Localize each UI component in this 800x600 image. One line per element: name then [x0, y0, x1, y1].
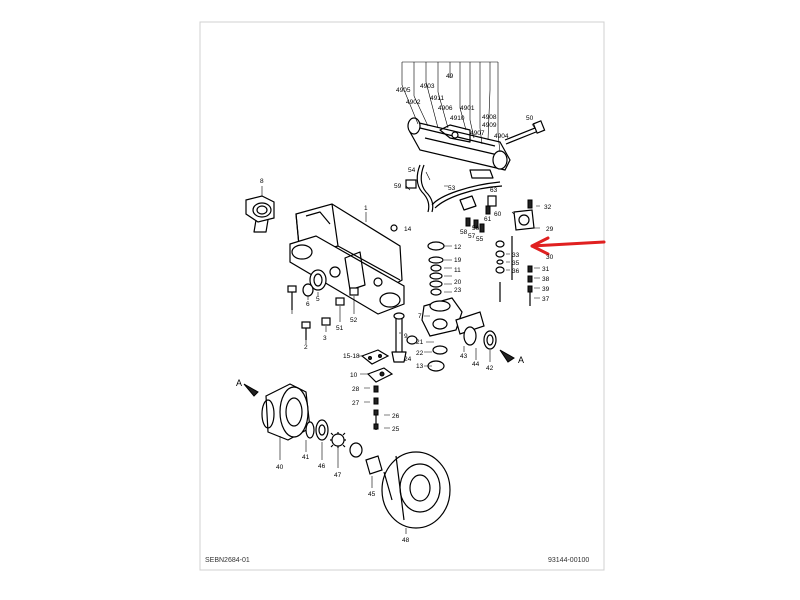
- leader-lines: [261, 123, 540, 534]
- assembly-49-leader-bracket: [401, 61, 501, 153]
- fittings-group: [405, 179, 497, 233]
- label-63: 63: [490, 187, 498, 194]
- label-43: 43: [460, 353, 468, 360]
- section-letter-right: A: [518, 355, 524, 365]
- king-pin-stack: [391, 241, 497, 372]
- label-54: 54: [408, 167, 416, 174]
- label-8: 8: [260, 178, 264, 185]
- label-25: 25: [392, 426, 400, 433]
- label-1: 1: [364, 205, 368, 212]
- label-50: 50: [526, 115, 534, 122]
- label-60: 60: [494, 211, 502, 218]
- label-30: 30: [546, 254, 554, 261]
- label-22: 22: [416, 350, 424, 357]
- label-20: 20: [454, 279, 462, 286]
- label-29: 29: [546, 226, 554, 233]
- label-40: 40: [276, 464, 284, 471]
- bearing-parts-41-46-47: [305, 419, 363, 458]
- label-55: 55: [476, 236, 484, 243]
- footer-reference-number: 93144-00100: [548, 557, 589, 564]
- label-44: 44: [472, 361, 480, 368]
- label-4902: 4902: [406, 99, 421, 106]
- label-47: 47: [334, 472, 342, 479]
- label-28: 28: [352, 386, 360, 393]
- label-4910: 4910: [450, 115, 465, 122]
- label-27: 27: [352, 400, 360, 407]
- bolts-2-3: [287, 285, 359, 340]
- label-24: 24: [404, 356, 412, 363]
- callout-labels: 1 8 14 12 19 11 20 23 7 9 21 22 13 15-18…: [260, 73, 554, 544]
- label-7: 7: [418, 313, 422, 320]
- red-pointer-arrow: [530, 236, 606, 256]
- label-39: 39: [542, 286, 550, 293]
- label-4906: 4906: [438, 105, 453, 112]
- label-26: 26: [392, 413, 400, 420]
- label-45: 45: [368, 491, 376, 498]
- label-59: 59: [394, 183, 402, 190]
- label-56: 56: [472, 225, 480, 232]
- label-4909: 4909: [482, 122, 497, 129]
- label-2: 2: [304, 344, 308, 351]
- label-4905: 4905: [396, 87, 411, 94]
- label-11: 11: [454, 267, 461, 274]
- label-58: 58: [460, 229, 468, 236]
- label-51: 51: [336, 325, 344, 332]
- hydraulic-lines: [416, 164, 503, 213]
- label-4904: 4904: [494, 133, 509, 140]
- seal-part-5: [309, 269, 327, 291]
- label-4903: 4903: [420, 83, 435, 90]
- seal-part-6: [302, 283, 314, 297]
- label-57: 57: [468, 233, 476, 240]
- label-41: 41: [302, 454, 310, 461]
- label-46: 46: [318, 463, 326, 470]
- label-9: 9: [404, 333, 408, 340]
- label-5: 5: [316, 296, 320, 303]
- label-4907: 4907: [470, 130, 485, 137]
- label-61: 61: [484, 216, 492, 223]
- label-10: 10: [350, 372, 358, 379]
- label-12: 12: [454, 244, 462, 251]
- label-36: 36: [512, 268, 520, 275]
- label-4908: 4908: [482, 114, 497, 121]
- label-4901: 4901: [460, 105, 475, 112]
- label-19: 19: [454, 257, 462, 264]
- label-32: 32: [544, 204, 552, 211]
- label-15-18: 15-18: [343, 353, 360, 360]
- label-14: 14: [404, 226, 412, 233]
- label-13: 13: [416, 363, 424, 370]
- tire-48: [381, 451, 451, 529]
- label-6: 6: [306, 301, 310, 308]
- section-arrow-right: [499, 349, 515, 363]
- label-48: 48: [402, 537, 410, 544]
- label-3: 3: [323, 335, 327, 342]
- label-23: 23: [454, 287, 462, 294]
- label-37: 37: [542, 296, 550, 303]
- part-8-bracket: [245, 195, 275, 233]
- label-42: 42: [486, 365, 494, 372]
- label-4911: 4911: [430, 95, 444, 102]
- section-arrow-left: [243, 383, 259, 397]
- label-21: 21: [416, 339, 424, 346]
- footer-drawing-number: SEBN2684-01: [205, 557, 250, 564]
- section-letter-left: A: [236, 378, 242, 388]
- seal-part-5-inner: [313, 273, 323, 287]
- label-33: 33: [512, 252, 520, 259]
- label-49: 49: [446, 73, 454, 80]
- label-53: 53: [448, 185, 456, 192]
- label-31: 31: [542, 266, 550, 273]
- plate-15-18-and-part-10: [360, 349, 394, 430]
- label-52: 52: [350, 317, 358, 324]
- cap-45: [365, 455, 383, 475]
- label-38: 38: [542, 276, 550, 283]
- axle-housing-frame: [289, 203, 405, 315]
- label-35: 35: [512, 260, 520, 267]
